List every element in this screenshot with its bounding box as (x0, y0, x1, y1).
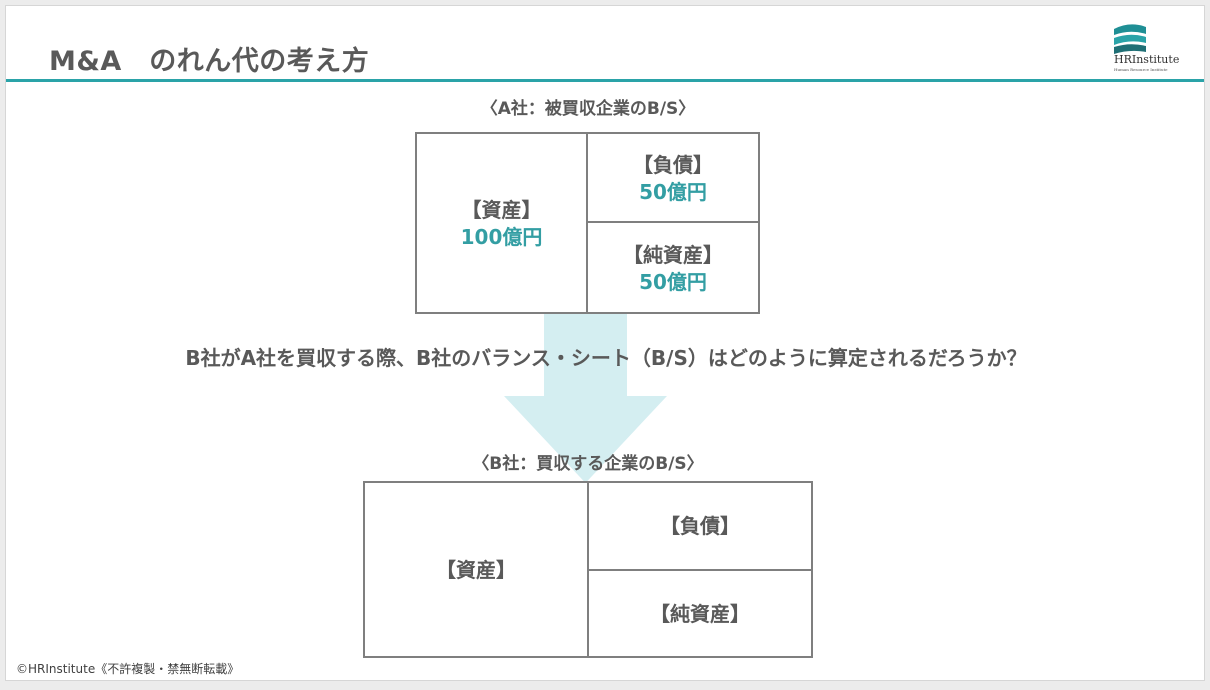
company-b-liabilities-label: 【負債】 (660, 514, 740, 538)
company-a-balance-sheet: 【資産】 100億円 【負債】 50億円 【純資産】 50億円 (415, 132, 760, 314)
company-a-equity-value: 50億円 (639, 269, 707, 294)
slide: M&A のれん代の考え方 HRInstitute Human Resource … (5, 5, 1205, 681)
copyright-footer: ©HRInstitute《不許複製・禁無断転載》 (16, 662, 240, 676)
company-b-balance-sheet: 【資産】 【負債】 【純資産】 (363, 481, 813, 658)
page-title: M&A のれん代の考え方 (49, 46, 370, 77)
company-a-equity-label: 【純資産】 (623, 242, 723, 267)
company-a-equity-cell: 【純資産】 50億円 (588, 223, 758, 312)
company-a-assets-cell: 【資産】 100億円 (417, 134, 588, 312)
company-b-equity-label: 【純資産】 (650, 601, 750, 626)
company-b-equity-cell: 【純資産】 (589, 571, 811, 656)
question-text: B社がA社を買収する際、B社のバランス・シート（B/S）はどのように算定されるだ… (185, 346, 1027, 370)
company-a-liabilities-label: 【負債】 (633, 152, 713, 177)
logo-text: HRInstitute (1114, 53, 1180, 66)
company-a-assets-label: 【資産】 (461, 198, 542, 222)
company-b-liabilities-cell: 【負債】 (589, 483, 811, 571)
hrinstitute-logo-icon (1114, 24, 1146, 54)
down-arrow-icon (504, 313, 667, 483)
logo-subtitle: Human Resource Institute (1114, 67, 1168, 72)
title-underline (6, 79, 1204, 82)
company-b-assets-cell: 【資産】 (365, 483, 589, 656)
company-a-liabilities-cell: 【負債】 50億円 (588, 134, 758, 223)
company-a-caption: 〈A社：被買収企業のB/S〉 (480, 99, 696, 119)
company-a-assets-value: 100億円 (460, 225, 543, 249)
company-b-assets-label: 【資産】 (436, 557, 516, 582)
company-a-liabilities-value: 50億円 (639, 179, 707, 204)
company-b-caption: 〈B社：買収する企業のB/S〉 (472, 454, 704, 474)
